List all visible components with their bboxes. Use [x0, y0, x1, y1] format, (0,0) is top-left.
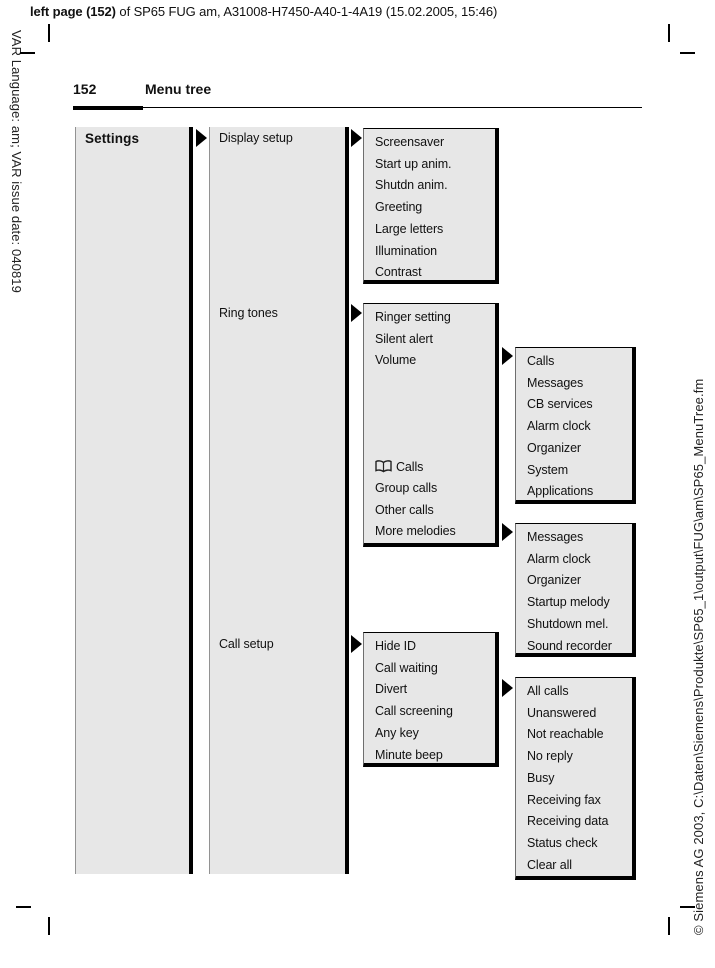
menu-item: Contrast	[375, 265, 422, 280]
menu-gap	[364, 372, 495, 456]
label-call-setup: Call setup	[219, 637, 274, 651]
settings-label: Settings	[85, 131, 140, 146]
copyright-path-note: © Siemens AG 2003, C:\Daten\Siemens\Prod…	[691, 378, 706, 935]
crop-mark	[48, 917, 50, 935]
menu-item: Divert	[375, 682, 408, 697]
menu-item: Organizer	[527, 440, 581, 455]
arrow-right-icon	[351, 635, 362, 653]
menu-item: Unanswered	[527, 705, 597, 720]
menu-item: Sound recorder	[527, 638, 612, 653]
page-header-rest: of SP65 FUG am, A31008-H7450-A40-1-4A19 …	[115, 4, 498, 19]
menu-item: All calls	[527, 684, 569, 698]
menu-item: Messages	[527, 530, 584, 544]
menu-item: Silent alert	[375, 331, 433, 346]
calls-menu-item: Calls	[364, 456, 495, 478]
menu-item: Any key	[375, 725, 419, 740]
menu-item: Not reachable	[527, 727, 604, 742]
page-number: 152	[73, 81, 97, 97]
menu-item: Greeting	[375, 200, 423, 215]
crop-mark	[668, 24, 670, 42]
label-display-setup: Display setup	[219, 131, 293, 145]
menu-item: Clear all	[527, 857, 572, 872]
crop-mark	[16, 906, 31, 908]
menu-item: Minute beep	[375, 747, 443, 762]
menu-item: Large letters	[375, 221, 444, 236]
menu-item: Call waiting	[375, 660, 438, 675]
menu-item: Calls	[527, 354, 555, 368]
page-header-bold: left page (152)	[30, 4, 116, 19]
menu-item: Volume	[375, 353, 417, 368]
menu-item: Start up anim.	[375, 156, 452, 171]
menu-item: Alarm clock	[527, 419, 591, 434]
menu-item: CB services	[527, 397, 593, 412]
menu-item: Shutdn anim.	[375, 178, 448, 193]
arrow-right-icon	[351, 304, 362, 322]
crop-mark	[668, 917, 670, 935]
var-language-note: VAR Language: am; VAR issue date: 040819	[9, 30, 24, 293]
page-title: Menu tree	[145, 81, 212, 97]
menu-item: Status check	[527, 835, 598, 850]
menu-item: Receiving data	[527, 814, 609, 829]
page-header: left page (152) of SP65 FUG am, A31008-H…	[30, 4, 497, 19]
arrow-right-icon	[502, 523, 513, 541]
menu-item: Receiving fax	[527, 792, 601, 807]
menu-item: Busy	[527, 770, 555, 785]
menu-item: Screensaver	[375, 135, 445, 149]
menu-item: Messages	[527, 375, 584, 390]
menu-item: No reply	[527, 749, 573, 764]
arrow-right-icon	[502, 347, 513, 365]
menu-item: Organizer	[527, 573, 581, 588]
level2-column: Display setup Ring tones Call setup	[209, 127, 349, 874]
menu-item: Other calls	[375, 502, 434, 517]
menu-item: Startup melody	[527, 595, 610, 610]
heading-rule	[73, 107, 642, 109]
arrow-right-icon	[351, 129, 362, 147]
crop-mark	[680, 906, 695, 908]
menu-item: System	[527, 462, 569, 477]
menu-item: Illumination	[375, 243, 438, 258]
crop-mark	[48, 24, 50, 42]
menu-item: Ringer setting	[375, 310, 451, 324]
menu-item: Shutdown mel.	[527, 616, 609, 631]
open-book-icon	[375, 460, 392, 473]
calls-menu-item-label: Calls	[396, 459, 424, 474]
crop-mark	[680, 52, 695, 54]
menu-item: More melodies	[375, 524, 456, 539]
crop-mark	[20, 52, 35, 54]
label-ring-tones: Ring tones	[219, 306, 278, 320]
arrow-right-icon	[502, 679, 513, 697]
menu-item: Group calls	[375, 480, 438, 495]
menu-item: Call screening	[375, 704, 453, 719]
menu-item: Alarm clock	[527, 551, 591, 566]
heading-rule-thick	[73, 105, 143, 110]
menu-item: Hide ID	[375, 639, 416, 653]
arrow-right-icon	[196, 129, 207, 147]
menu-item: Applications	[527, 484, 594, 499]
settings-column: Settings	[75, 127, 193, 874]
